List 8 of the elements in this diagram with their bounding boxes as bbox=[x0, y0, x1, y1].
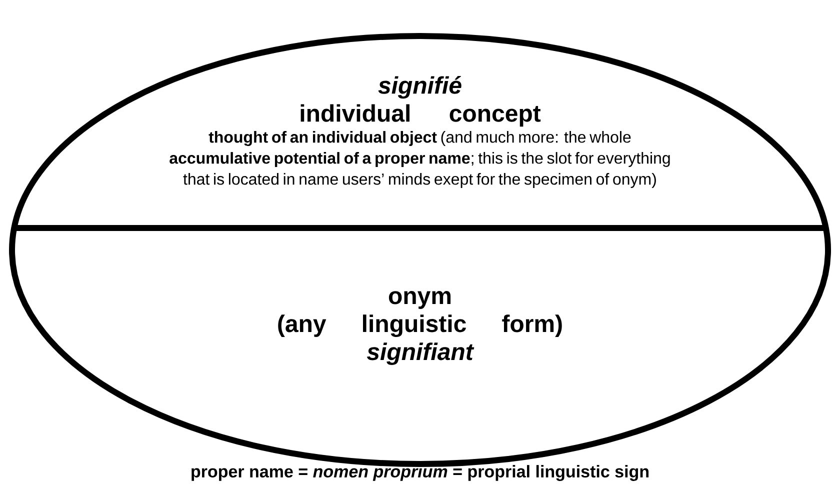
ellipse-outline bbox=[9, 33, 831, 467]
heading: (any linguistic form) bbox=[278, 314, 562, 338]
caption: proper name = nomen proprium = proprial linguistic sign bbox=[192, 465, 648, 481]
heading: onym bbox=[388, 291, 451, 309]
title-italic: signifiant bbox=[366, 342, 474, 365]
title-italic: signifié bbox=[378, 76, 462, 99]
heading: individual concept bbox=[300, 104, 541, 127]
body: thought of an individual object (and much more: the whole accumulative potential of a proper name; this is the slot for everything that is located in name users’ minds exept for the specimen of onym) bbox=[170, 131, 670, 188]
